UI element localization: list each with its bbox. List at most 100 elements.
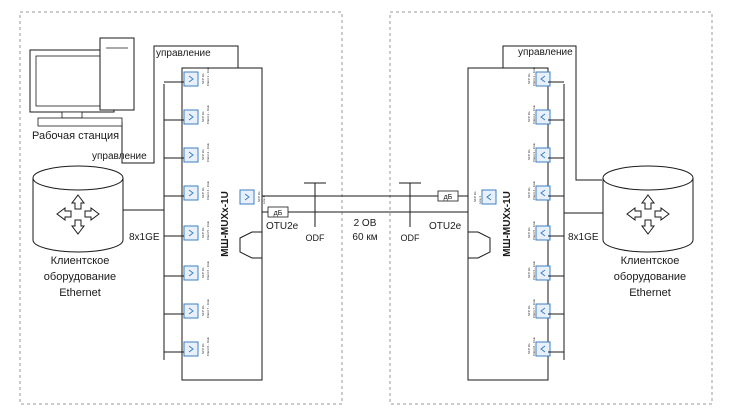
left-client-6-sfp-label: SFP 1G [201,267,205,278]
right-line-1-sfp-label: SFP 1G [473,191,477,202]
left-db-label: дБ [274,210,283,217]
left-line-1-port-label: Line 1 [262,195,266,204]
right-client-label-3: Ethernet [629,287,671,299]
right-client-3-sfp-label: SFP 1G [527,149,531,160]
right-client-6-sfp-label: SFP 1G [527,267,531,278]
right-client-4-sfp-label: SFP 1G [527,187,531,198]
right-client-equipment [602,165,694,253]
right-client-3-port-label: Client 3 - 1GE [532,143,536,162]
right-cylinder-body [602,178,694,253]
right-client-8-port-label: Client 8 - 1GE [532,337,536,356]
left-client-7-port-label: Client 7 - 1GE [206,299,210,318]
left-odf-label: ODF [306,233,326,243]
right-client-5-port-label: Client 5 - 1GE [532,221,536,240]
right-client-2-chevron-icon [540,113,546,121]
right-mux-chassis [467,67,549,381]
right-line-1-chevron-icon [486,193,492,201]
left-client-8-sfp-label: SFP 1G [201,343,205,354]
left-cylinder-top [32,165,124,191]
left-client-7-sfp-label: SFP 1G [201,305,205,316]
left-client-5-port-label: Client 5 - 1GE [206,221,210,240]
left-client-5-sfp-label: SFP 1G [201,227,205,238]
right-client-1-port-label: Client 1 - 1GE [532,67,536,86]
keyboard [37,117,123,127]
left-client-equipment [32,165,124,253]
left-client-3-port-label: Client 3 - 1GE [206,143,210,162]
right-client-7-port-label: Client 7 - 1GE [532,299,536,318]
left-client-7-sfp-icon [183,303,199,319]
left-client-3-sfp-label: SFP 1G [201,149,205,160]
left-client-8-port-label: Client 8 - 1GE [206,337,210,356]
right-db-attenuator [437,190,459,202]
left-client-8-chevron-icon [188,345,194,353]
right-client-label-1: Клиентское [621,255,680,267]
left-client-1-sfp-icon [183,71,199,87]
right-line-1-port-label: Line 1 [478,195,482,204]
right-client-1-chevron-icon [540,75,546,83]
left-client-3-chevron-icon [188,151,194,159]
left-client-label-3: Ethernet [59,287,101,299]
left-client-4-port-label: Client 4 - 1GE [206,181,210,200]
right-db-label: дБ [444,194,453,201]
distance-label: 60 км [352,232,377,243]
left-cylinder-body [32,178,124,253]
left-client-6-chevron-icon [188,269,194,277]
right-client-4-chevron-icon [540,189,546,197]
left-site-boundary [19,11,343,405]
right-client-5-sfp-label: SFP 1G [527,227,531,238]
left-client-label-2: оборудование [44,271,116,283]
left-client-6-port-label: Client 6 - 1GE [206,261,210,280]
fiber-count-label: 2 ОВ [354,218,377,229]
right-line-1-sfp-icon [481,189,497,205]
right-client-8-sfp-label: SFP 1G [527,343,531,354]
right-client-8-sfp-icon [535,341,551,357]
left-client-2-sfp-label: SFP 1G [201,111,205,122]
right-client-6-chevron-icon [540,269,546,277]
right-cylinder-top [602,165,694,191]
left-mgmt-line-mid [121,105,155,164]
right-client-6-sfp-icon [535,265,551,281]
left-client-4-sfp-label: SFP 1G [201,187,205,198]
left-client-4-sfp-icon [183,185,199,201]
right-mgmt-line [502,45,602,181]
left-client-1-port-label: Client 1 - 1GE [206,67,210,86]
left-client-8-sfp-icon [183,341,199,357]
left-client-4-chevron-icon [188,189,194,197]
pc-tower [99,37,135,111]
left-line-1-sfp-label: SFP 1G [257,191,261,202]
right-client-2-port-label: Client 2 - 1GE [532,105,536,124]
right-odf-label: ODF [401,233,421,243]
right-client-3-sfp-icon [535,147,551,163]
right-client-5-chevron-icon [540,229,546,237]
left-switch-arrows-icon [56,194,100,235]
monitor-stand [61,111,83,119]
right-client-5-sfp-icon [535,225,551,241]
right-client-3-chevron-icon [540,151,546,159]
right-client-8-chevron-icon [540,345,546,353]
right-line2-port [467,231,491,259]
left-mgmt-label-mid: управление [92,151,147,162]
right-bundle-label: 8x1GE [568,232,599,243]
right-client-7-chevron-icon [540,307,546,315]
right-client-1-sfp-icon [535,71,551,87]
right-switch-arrows-icon [626,194,670,235]
left-line-1-sfp-icon [239,189,255,205]
left-client-1-chevron-icon [188,75,194,83]
